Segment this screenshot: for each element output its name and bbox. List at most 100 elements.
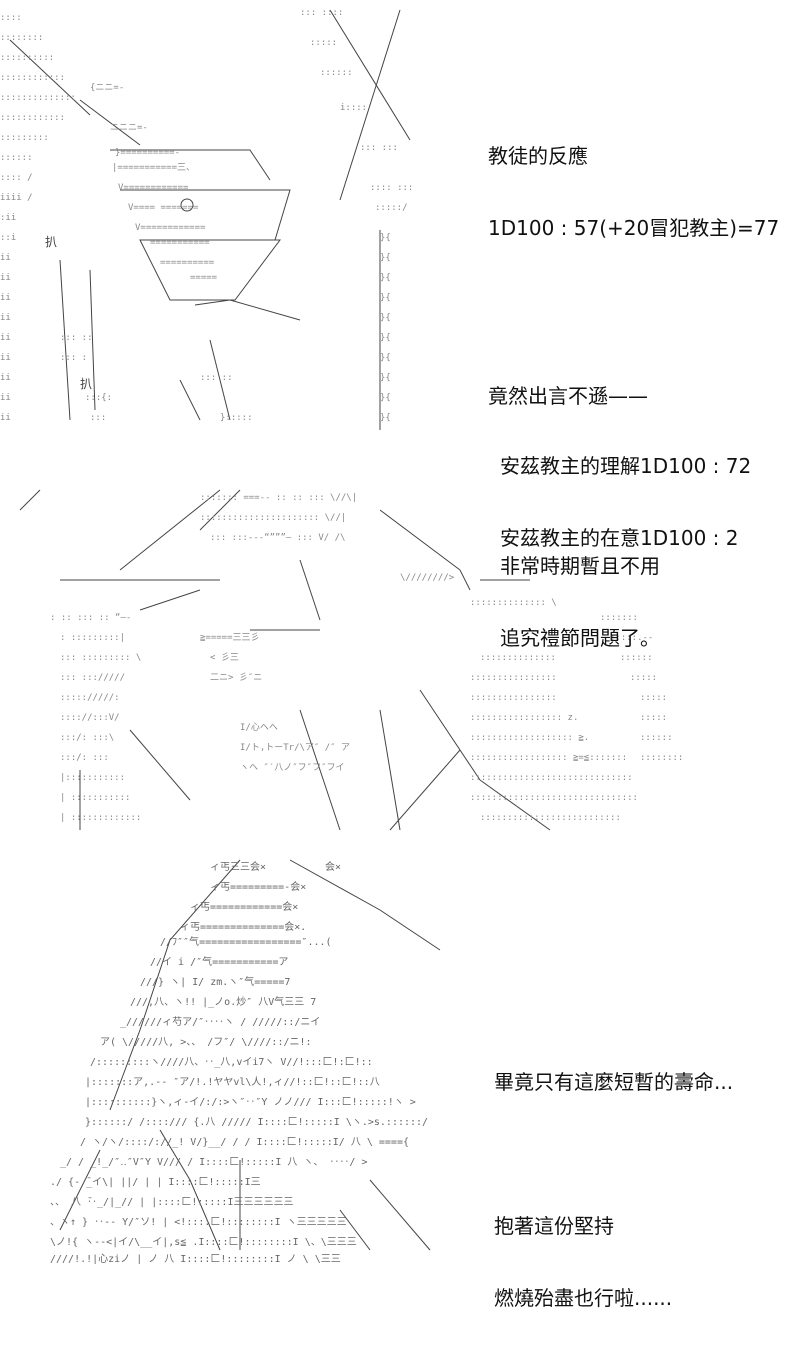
svg-text:/:::::::::ヽ////八、‥_八,vイi7ヽ V//: /:::::::::ヽ////八、‥_八,vイi7ヽ V//!:::匚!:匚!:… <box>90 1057 373 1068</box>
svg-text:::::::::::::::: :::::::::::::: <box>480 653 556 663</box>
svg-text:////!.!|心ziノ | ノ 八: ////!.!|心ziノ | ノ 八 I::::匚!::::::::I ノ \ … <box>50 1253 341 1264</box>
panel-1: :::: :::::::: :::::::::: :::::::::::: ::… <box>0 0 800 550</box>
svg-text://ﾌ″″气=================″...(: //ﾌ″″气=================″...( <box>160 935 332 948</box>
svg-text:::::::::::::: :::::::::::: <box>0 73 65 83</box>
caption-line: 追究禮節問題了。 <box>500 626 660 650</box>
svg-text:}{: }{ <box>380 273 391 283</box>
svg-text:::::::: :::::: <box>640 733 673 743</box>
art-kanji-1: 扒 <box>45 235 57 249</box>
svg-text:::: :: ::: : <box>60 353 87 363</box>
svg-text:::: ::::::::: \: ::: ::::::::: \ <box>60 653 141 663</box>
svg-text:./ {- ̄_イ\| ||/ | |: ./ {- ̄_イ\| ||/ | | I::::匚!:::::I三 <box>50 1177 261 1188</box>
svg-text:///,八、ヽ!! |_ノo.炒″ 八V气三三 7: ///,八、ヽ!! |_ノo.炒″ 八V气三三 7 <box>130 995 316 1008</box>
svg-text:::::::::::::::::::::::::::::::: ::::::::::::::::::::::::::::::: <box>470 793 638 803</box>
svg-text:::: ::://///: ::: :::///// <box>60 673 125 683</box>
ascii-art-figure-2: ::::::: ===-- :: :: ::: \//\| ::::::::::… <box>0 470 700 840</box>
svg-text:::::::: :::::: <box>0 153 33 163</box>
svg-text::::::/: :::::/ <box>375 203 408 213</box>
svg-text:::::::::::::::::::::::::::::::: :::::::::::::::::::::::::::::: <box>470 773 633 783</box>
panel-2: ::::::: ===-- :: :: ::: \//\| ::::::::::… <box>0 470 800 850</box>
svg-text:、、 八 ̄‥_/|_// | |::::匚: 、、 八 ̄‥_/|_// | |::::匚!:::::I三三三三三三 <box>50 1197 293 1208</box>
svg-text:}{: }{ <box>380 333 391 343</box>
svg-text:V==== =======: V==== ======= <box>128 203 199 213</box>
svg-text::::::: ::::: <box>640 693 667 703</box>
svg-text:}:::::: }::::: <box>220 413 253 423</box>
svg-text:}{: }{ <box>380 253 391 263</box>
svg-text:}{: }{ <box>380 233 391 243</box>
svg-text:}{: }{ <box>380 353 391 363</box>
svg-text::::::: ::::: <box>640 713 667 723</box>
svg-text:ii: ii <box>0 313 11 323</box>
svg-text::::::: ::::: <box>630 673 657 683</box>
svg-text:ニニニ=-: ニニニ=- <box>110 123 148 133</box>
svg-text:::::::::::::::::: :::::::::::::::: <box>470 693 557 703</box>
svg-text:::::::::::: :::::::::: <box>0 53 54 63</box>
svg-text:ア( \/////八, >、、 /フ″/ \////::: ア( \/////八, >、、 /フ″/ \////::/ニ!: <box>100 1037 312 1048</box>
caption-line: 1D100 : 57(+20冒犯教主)=77 <box>488 216 780 240</box>
caption-line: 安茲教主的在意1D100 : 2 <box>500 526 739 550</box>
svg-text:}{: }{ <box>380 293 391 303</box>
svg-text:ヽヘ ″′八ノ″フ″フ″フイ: ヽヘ ″′八ノ″フ″フ″フイ <box>240 763 345 773</box>
svg-text:==========: ========== <box>160 258 215 268</box>
panel-3: ィ丐三三会× ィ丐=========-会× ィ丐============会× ィ… <box>0 850 800 1310</box>
svg-text:ii: ii <box>0 293 11 303</box>
svg-text:ii: ii <box>0 333 11 343</box>
svg-text:ィ丐==============会×.: ィ丐==============会×. <box>180 920 306 933</box>
svg-text:V============: V============ <box>135 223 206 233</box>
caption-understanding: 安茲教主的理解1D100 : 72 安茲教主的在意1D100 : 2 <box>500 406 751 598</box>
svg-text:::::::::: :::::::: <box>640 753 683 763</box>
svg-text::::: :::: :::: ::: <box>370 183 413 193</box>
svg-text:::: :::: ::: ::: <box>360 143 398 153</box>
art-figure-2-svg: ::::::: ===-- :: :: ::: \//\| ::::::::::… <box>19 489 683 831</box>
svg-text:::::::: :::::: <box>620 653 653 663</box>
svg-text::::::::: ::::::: <box>600 613 638 623</box>
svg-text:_//////ィ芍ア/″‥‥ヽ / /////::/ニイ: _//////ィ芍ア/″‥‥ヽ / /////::/ニイ <box>120 1015 320 1028</box>
svg-text:I/心ヘヘ: I/心ヘヘ <box>240 722 278 733</box>
svg-text:::: ::: ::: :: <box>200 373 233 383</box>
svg-text:::: ::::: ::: :::: <box>300 8 343 18</box>
svg-text:ィ丐=========-会×: ィ丐=========-会× <box>210 880 306 893</box>
svg-text:::::::::::::::::::: ≧.: ::::::::::::::::::: ≧. <box>470 733 589 743</box>
svg-text:i::::: i:::: <box>340 103 367 113</box>
caption-line: 燃燒殆盡也行啦...... <box>494 1286 673 1310</box>
caption-line: 教徒的反應 <box>488 144 588 168</box>
caption-line <box>488 288 779 336</box>
svg-text::::/: :::: :::/: ::: <box>60 753 109 763</box>
svg-text:::::::::::::::: :::::::::::::: <box>0 93 76 103</box>
art-kana-2: 会× <box>325 860 341 873</box>
caption-emergency: 非常時期暫且不用 追究禮節問題了。 <box>500 506 660 698</box>
svg-text:ii: ii <box>0 353 11 363</box>
svg-text::::::::::::::::::: ≧=≦:::::::: :::::::::::::::::: ≧=≦::::::: <box>470 753 627 763</box>
svg-text:ii: ii <box>0 393 11 403</box>
svg-text:_/ / _!_/″‥″V″Y V/// /: _/ / _!_/″‥″V″Y V/// / I::::匚!:::::I 八 ヽ… <box>60 1157 368 1168</box>
svg-text:ii: ii <box>0 413 11 423</box>
svg-text:iiii /: iiii / <box>0 193 33 203</box>
svg-text:}{: }{ <box>380 393 391 403</box>
svg-text:::::::::::::::::: z.: ::::::::::::::::: z. <box>470 713 578 723</box>
svg-text:::::::::::::::::::::::::::: :::::::::::::::::::::::::: <box>480 813 621 823</box>
svg-text:|===========三、: |===========三、 <box>112 163 195 173</box>
svg-text:| :::::::::::::: | ::::::::::::: <box>60 813 141 823</box>
svg-text:===========: =========== <box>150 238 210 248</box>
art-figure-1-svg: :::: :::::::: :::::::::: :::::::::::: ::… <box>0 8 413 430</box>
svg-text:ii: ii <box>0 273 11 283</box>
svg-text:|:::::::::::: |::::::::::: <box>60 773 125 783</box>
svg-text:}::::::/ /::::/// {.八 /: }::::::/ /::::/// {.八 ///// I::::匚!:::::… <box>85 1117 428 1128</box>
svg-text:≧=====三三彡: ≧=====三三彡 <box>200 632 260 643</box>
art-kana-1: ィ丐三三会× <box>210 860 266 873</box>
svg-text:::::::: :::::: <box>320 68 353 78</box>
svg-text:}{: }{ <box>380 313 391 323</box>
svg-text:: :::::::::|: : :::::::::| <box>60 633 125 643</box>
svg-text:ii: ii <box>0 253 11 263</box>
svg-text:< 彡三: < 彡三 <box>210 652 239 663</box>
svg-text:ィ丐============会×: ィ丐============会× <box>190 900 298 913</box>
svg-text:二ニ> 彡″ニ: 二ニ> 彡″ニ <box>210 672 262 683</box>
svg-text:| :::::::::::: | ::::::::::: <box>60 793 130 803</box>
svg-text:: :: ::: :: “—-: : :: ::: :: “—- <box>50 613 131 623</box>
ascii-art-figure-1: :::: :::::::: :::::::::: :::::::::::: ::… <box>0 0 470 440</box>
caption-line: 安茲教主的理解1D100 : 72 <box>500 454 752 478</box>
svg-text::::::::::::::::::::::: \//|: :::::::::::::::::::::: \//| <box>200 513 346 523</box>
svg-text::::::: ::::: <box>310 38 337 48</box>
art-figure-3-svg: ィ丐三三会× ィ丐=========-会× ィ丐============会× ィ… <box>50 859 441 1264</box>
svg-text::::::::::: ::::::::: <box>0 133 49 143</box>
